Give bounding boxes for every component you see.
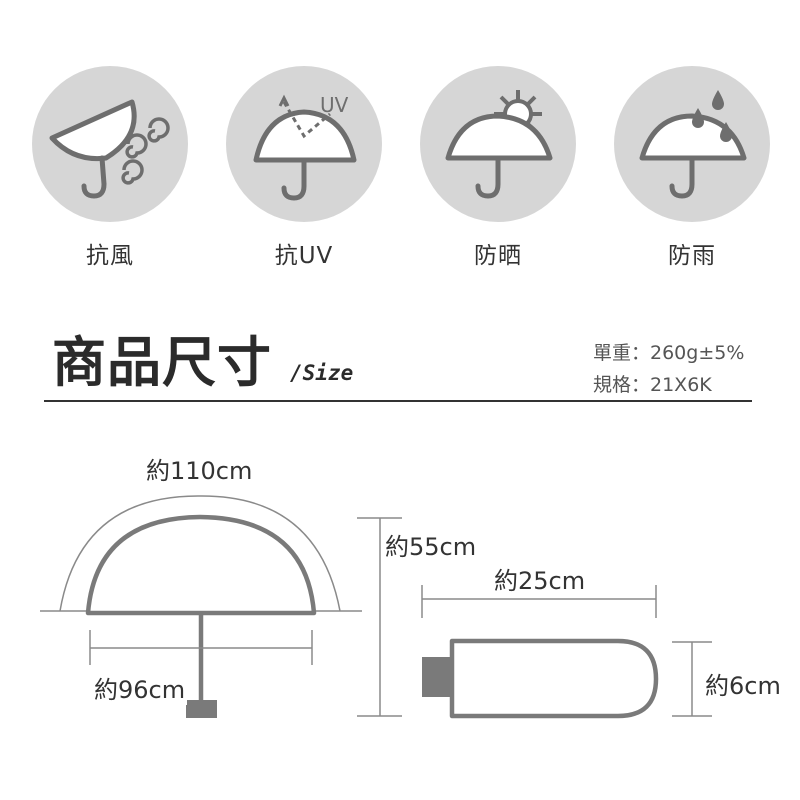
umbrella-rain-icon <box>639 90 747 199</box>
arc-length-label: 約110cm <box>146 457 253 485</box>
feature-rain: 防雨 <box>614 66 770 270</box>
umbrella-uv-icon: UV <box>253 93 357 201</box>
feature-circle: UV <box>226 66 382 222</box>
umbrella-sun-icon <box>445 90 553 199</box>
feature-circle <box>614 66 770 222</box>
section-subtitle: /Size <box>290 361 354 385</box>
umbrella-canopy <box>85 514 317 616</box>
feature-uv: UV 抗UV <box>226 66 382 270</box>
weight-spec: 單重：260g±5% <box>593 342 745 364</box>
folded-width-label: 約6cm <box>705 666 781 701</box>
folded-length-label: 約25cm <box>494 567 586 595</box>
feature-wind: 抗風 <box>32 66 188 270</box>
arc-guide-line <box>59 495 341 612</box>
feature-sun: 防晒 <box>420 66 576 270</box>
feature-label: 防晒 <box>474 243 522 269</box>
feature-label: 防雨 <box>668 243 716 269</box>
uv-badge: UV <box>320 93 349 117</box>
feature-label: 抗風 <box>86 243 134 269</box>
folded-handle <box>422 657 454 697</box>
section-title: 商品尺寸 <box>52 331 272 394</box>
folded-umbrella <box>449 638 659 719</box>
umbrella-wind-icon <box>49 99 170 199</box>
size-spec: 規格：21X6K <box>593 374 712 396</box>
feature-circle <box>32 66 188 222</box>
divider <box>44 400 752 402</box>
feature-label: 抗UV <box>274 243 334 269</box>
open-width-label: 約96cm <box>92 670 188 705</box>
feature-circle <box>420 66 576 222</box>
height-label: 約55cm <box>385 527 477 562</box>
umbrella-handle <box>186 700 217 718</box>
